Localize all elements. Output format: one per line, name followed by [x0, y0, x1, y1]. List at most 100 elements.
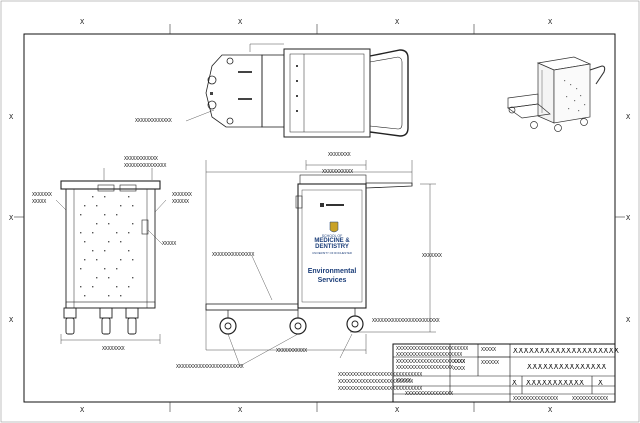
- side-height-dimension: XXXXXXX: [422, 253, 442, 259]
- perforation-dot: [120, 205, 122, 207]
- tb-scale: XXXXXXXXXXXXXXX: [513, 396, 559, 402]
- perforation-dot: [132, 205, 134, 207]
- plan-leader: [185, 109, 215, 122]
- tb-left-line-1: XXXXXXXXXXXXXXXXXXXXXXXX: [396, 346, 469, 352]
- note-line-1: XXXXXXXXXXXXXXXXXXXXXXXXXXXX: [338, 372, 423, 378]
- side-panel-branding: SCHOOL OF MEDICINE & DENTISTRY UNIVERSIT…: [302, 190, 362, 302]
- perforation-dot: [104, 250, 106, 252]
- plan-view: [205, 43, 409, 138]
- tb-drawing-number: XXXXXXXXXXX: [526, 380, 585, 386]
- plan-dots: [210, 65, 298, 112]
- brand-main-line-1: MEDICINE &: [314, 238, 350, 244]
- front-top-callout-2: XXXXXXXXXXXXXXX: [124, 163, 167, 169]
- perforation-dot: [96, 259, 98, 261]
- tb-mid-line-3: XXXXX: [481, 347, 497, 353]
- perforation-dot: [84, 295, 86, 297]
- side-top-dimension-2: XXXXXXXXXXX: [322, 169, 353, 175]
- perforation-dot: [80, 214, 82, 216]
- tb-left-line-4: XXXXXXXXXXXXXXXXXXX: [396, 365, 454, 371]
- front-width-dimension: XXXXXXXX: [102, 346, 125, 352]
- perforation-dot: [132, 259, 134, 261]
- tb-size-code: X: [512, 380, 518, 386]
- perforation-dot: [80, 232, 82, 234]
- front-leaders: [55, 199, 167, 245]
- side-callout-left: XXXXXXXXXXXXXXX: [212, 252, 255, 258]
- zone-marker-top-3: X: [395, 18, 400, 26]
- side-leaders: [227, 255, 353, 367]
- tb-revision: X: [598, 380, 604, 386]
- tb-title-line-1: XXXXXXXXXXXXXXXXXXXX: [513, 348, 620, 354]
- perforation-dot: [132, 277, 134, 279]
- perforation-dot: [128, 250, 130, 252]
- front-perforation[interactable]: [80, 196, 134, 297]
- zone-ticks: [14, 24, 625, 412]
- perforation-dot: [116, 268, 118, 270]
- zone-marker-right-3: X: [626, 316, 631, 324]
- title-block: [392, 343, 616, 403]
- perforation-dot: [92, 286, 94, 288]
- perforation-dot: [104, 268, 106, 270]
- zone-marker-top-4: X: [548, 18, 553, 26]
- front-left-callout: XXXXXXX: [32, 192, 52, 198]
- perforation-dot: [120, 295, 122, 297]
- tb-title-line-2: XXXXXXXXXXXXXXX: [527, 364, 607, 370]
- perforation-dot: [96, 223, 98, 225]
- perforation-dot: [128, 286, 130, 288]
- side-callout-bottom: XXXXXXXXXXXXXXXXXXXXXXXX: [176, 364, 244, 370]
- perforation-dot: [96, 277, 98, 279]
- tb-mid-line-4: XXXXXX: [481, 360, 500, 366]
- note-line-4: XXXXXXXXXXXXXXXX: [405, 391, 454, 397]
- brand-small-text: SCHOOL OF: [321, 234, 343, 238]
- perforation-dot: [80, 286, 82, 288]
- perforation-dot: [104, 214, 106, 216]
- tb-mid-line-1: XXXX: [453, 359, 466, 365]
- perforation-dot: [84, 259, 86, 261]
- side-view: [205, 160, 436, 354]
- front-view: [60, 168, 161, 344]
- perforation-dot: [128, 232, 130, 234]
- perforation-dot: [116, 214, 118, 216]
- service-line-1: Environmental: [307, 268, 357, 275]
- perforation-dot: [108, 295, 110, 297]
- front-side-callout: XXXXX: [162, 241, 177, 247]
- front-left-callout-2: XXXXX: [32, 199, 47, 205]
- zone-marker-bottom-4: X: [548, 406, 553, 414]
- perforation-dot: [120, 259, 122, 261]
- perforation-dot: [128, 196, 130, 198]
- side-top-dimension: XXXXXXXX: [328, 152, 351, 158]
- zone-marker-bottom-1: X: [80, 406, 85, 414]
- service-line-2: Services: [317, 277, 347, 284]
- zone-marker-left-2: X: [9, 214, 14, 222]
- perforation-dot: [120, 241, 122, 243]
- zone-marker-bottom-3: X: [395, 406, 400, 414]
- brand-main-line-2: DENTISTRY: [315, 244, 349, 250]
- perforation-dot: [80, 268, 82, 270]
- note-line-2: XXXXXXXXXXXXXXXXXXXXXXXXX: [338, 379, 414, 385]
- zone-marker-top-2: X: [238, 18, 243, 26]
- isometric-perforation: [564, 80, 586, 112]
- zone-marker-right-2: X: [626, 214, 631, 222]
- zone-marker-top-1: X: [80, 18, 85, 26]
- perforation-dot: [92, 232, 94, 234]
- perforation-dot: [104, 196, 106, 198]
- isometric-view: [507, 56, 606, 132]
- drawing-border: [23, 33, 616, 403]
- perforation-dot: [108, 241, 110, 243]
- perforation-dot: [116, 286, 118, 288]
- side-bottom-dimension: XXXXXXXXXXXXXXXXXXXXXXXX: [372, 318, 440, 324]
- crest-icon: [329, 221, 339, 233]
- tb-left-small: XXXXX: [396, 378, 412, 384]
- perforation-dot: [92, 250, 94, 252]
- zone-marker-left-3: X: [9, 316, 14, 324]
- zone-marker-bottom-2: X: [238, 406, 243, 414]
- perforation-dot: [108, 223, 110, 225]
- perforation-dot: [132, 223, 134, 225]
- plan-callout-label: XXXXXXXXXXXXX: [135, 118, 172, 124]
- perforation-dot: [84, 205, 86, 207]
- zone-marker-right-1: X: [626, 113, 631, 121]
- tb-sheet: XXXXXXXXXXXX: [572, 396, 609, 402]
- perforation-dot: [116, 232, 118, 234]
- tb-left-line-3: XXXXXXXXXXXXXXXXXXXXXXX: [396, 359, 466, 365]
